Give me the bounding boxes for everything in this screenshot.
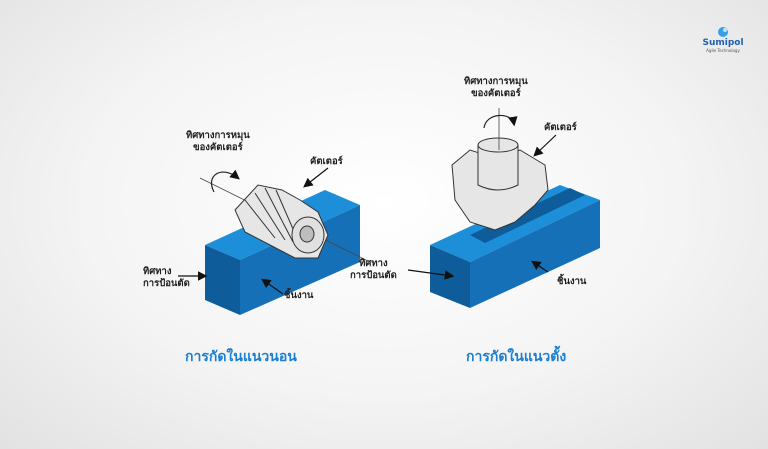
right-rotation-label: ทิศทางการหมุน ของคัตเตอร์: [464, 76, 528, 99]
right-cutter: [451, 137, 549, 231]
right-rotation-arrow: [483, 114, 518, 129]
left-workpiece-label: ชิ้นงาน: [284, 290, 314, 301]
sumipol-logo-icon: [718, 27, 728, 37]
logo-name: Sumipol: [702, 38, 744, 48]
left-feed-label: ทิศทาง การป้อนตัด: [143, 266, 190, 289]
left-title: การกัดในแนวนอน: [185, 349, 297, 365]
right-workpiece-arrow: [531, 260, 549, 273]
middle-feed-label: ทิศทาง การป้อนตัด: [350, 258, 397, 281]
left-rotation-arrow: [211, 169, 240, 193]
left-workpiece-arrow: [261, 278, 284, 295]
left-cutter-label: คัตเตอร์: [310, 156, 343, 167]
logo-tagline: Agile Technology: [706, 48, 740, 53]
right-workpiece-block: [430, 185, 600, 308]
right-cutter-arrow: [533, 134, 557, 157]
right-cutter-label: คัตเตอร์: [544, 122, 577, 133]
left-rotation-label: ทิศทางการหมุน ของคัตเตอร์: [186, 130, 250, 153]
right-feed-arrow: [407, 269, 455, 280]
left-cutter-arrow: [303, 167, 329, 188]
right-title: การกัดในแนวตั้ง: [466, 349, 567, 365]
right-workpiece-label: ชิ้นงาน: [557, 276, 587, 287]
sumipol-logo: Sumipol Agile Technology: [700, 22, 746, 53]
left-cutter: [199, 177, 371, 263]
